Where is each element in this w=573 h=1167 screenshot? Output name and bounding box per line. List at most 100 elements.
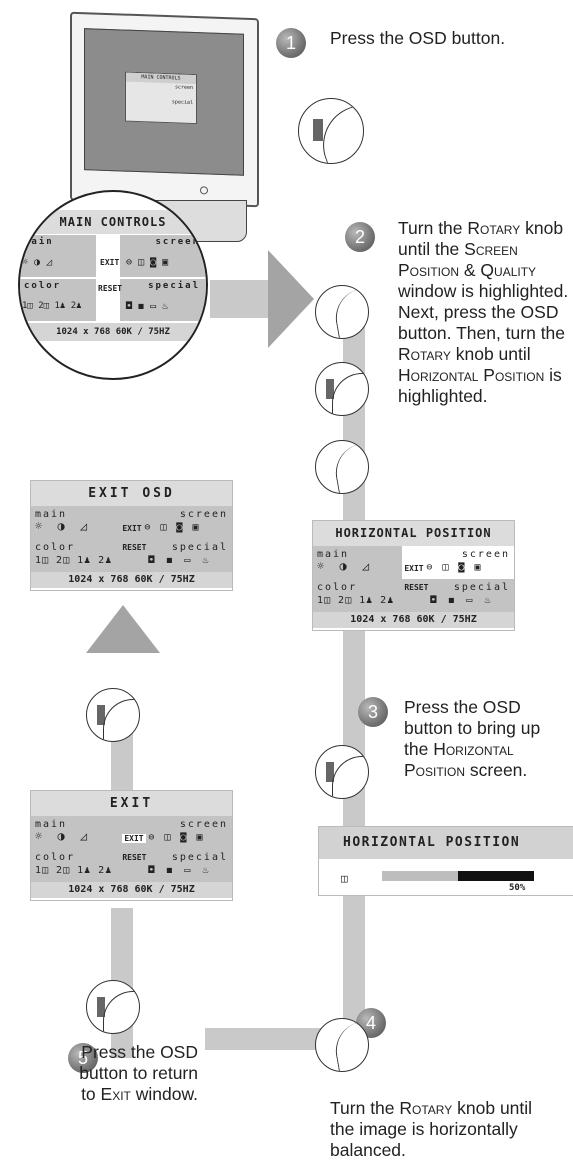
finger-icon (332, 373, 368, 415)
arrow-up-icon (86, 605, 160, 653)
osd-screen-label: screen (179, 509, 228, 520)
magnified-main-label: main (24, 237, 54, 247)
step-5-badge: 5 (68, 1043, 98, 1073)
osd-exit-label: EXIT (404, 564, 424, 573)
magnified-color-icons: 1◫ 2◫ 1♟ 2♟ (22, 301, 82, 311)
osd-screen-label: screen (461, 549, 510, 560)
osd-main-cell: main ☼ ◑ ◿ (313, 546, 403, 579)
osd-special-label: special (171, 542, 228, 553)
finger-icon (332, 756, 368, 798)
osd-main-label: main (317, 549, 350, 560)
magnified-exit-label: EXIT (100, 258, 120, 267)
osd-screen-label: screen (179, 819, 228, 830)
osd-main-cell: main ☼ ◑ ◿ (31, 506, 121, 539)
step-4-text-a: Turn the (330, 1098, 400, 1118)
osd-color-icons: 1◫ 2◫ 1♟ 2♟ (317, 595, 395, 606)
osd-color-icons: 1◫ 2◫ 1♟ 2♟ (35, 555, 113, 566)
finger-icon (331, 286, 368, 338)
osd-screen-cell: screen EXIT ⊖ ◫ ◙ ▣ (120, 816, 232, 849)
step-5-text-b: Exit (100, 1084, 131, 1104)
osd-button-icon (326, 379, 334, 399)
magnified-screen-icons: ⊖ ◫ ◙ ▣ (126, 257, 169, 268)
osd-screen-icons: ⊖ ◫ ◙ ▣ (426, 562, 483, 573)
hpos-slider-track[interactable] (382, 871, 534, 881)
osd-screen-icons: ⊖ ◫ ◙ ▣ (148, 832, 205, 843)
monitor-mini-osd-special: special (171, 99, 193, 106)
osd-main-cell: main ☼ ◑ ◿ (31, 816, 121, 849)
osd-button-icon (97, 705, 105, 725)
osd-panel-title: EXIT OSD (31, 481, 232, 506)
osd-main-icons: ☼ ◑ ◿ (317, 559, 374, 573)
arrow-right-icon (268, 250, 314, 348)
step-2-text-e: Quality (480, 260, 537, 280)
magnified-screen-label: screen (155, 237, 200, 247)
monitor-mini-osd-screen: screen (174, 84, 193, 91)
osd-footer: 1024 x 768 60K / 75HZ (31, 882, 232, 898)
osd-footer: 1024 x 768 60K / 75HZ (313, 612, 514, 628)
osd-button-press-icon (86, 688, 140, 742)
step-2-text-d: Screen Position & (398, 239, 518, 280)
osd-button-icon (326, 762, 334, 782)
magnified-osd-main-cell: main ☼ ◑ ◿ (20, 235, 96, 277)
osd-button-press-icon (315, 362, 369, 416)
osd-special-icons: ◘ ◼ ▭ ♨ (430, 595, 494, 606)
magnified-osd-circle: MAIN CONTROLS main ☼ ◑ ◿ screen ⊖ ◫ ◙ ▣ … (18, 190, 208, 380)
step-2-text-g: Rotary (398, 344, 451, 364)
osd-screen-icons: ⊖ ◫ ◙ ▣ (144, 522, 201, 533)
magnified-osd-title: MAIN CONTROLS (20, 210, 206, 234)
osd-reset-label: RESET (404, 583, 429, 592)
step-2-text-c: knob until the (398, 218, 564, 259)
power-button-icon (200, 186, 208, 195)
osd-exit-label: EXIT (122, 834, 146, 843)
osd-special-icons: ◘ ◼ ▭ ♨ (148, 555, 212, 566)
finger-icon (331, 441, 368, 493)
magnified-osd-color-cell: color 1◫ 2◫ 1♟ 2♟ (20, 279, 96, 321)
step-4-text-c: knob until the image is horizontally bal… (330, 1098, 533, 1160)
osd-color-label: color (35, 852, 76, 863)
step-4-text: Turn the Rotary knob until the image is … (330, 1098, 550, 1161)
osd-special-label: special (171, 852, 228, 863)
osd-exit-label: EXIT (122, 524, 142, 533)
osd-special-cell: special RESET ◘ ◼ ▭ ♨ (120, 849, 232, 882)
osd-main-label: main (35, 819, 68, 830)
hpos-slider-fill (458, 871, 534, 881)
step-5-text-c: window. (130, 1084, 198, 1104)
step-2-text-a: Turn the (398, 218, 468, 238)
osd-button-zoom-circle (298, 98, 364, 164)
step-5-text-a: Press the OSD button to return to (79, 1042, 198, 1104)
step-3-text-c: screen. (465, 760, 528, 780)
osd-panel-title: EXIT (31, 791, 232, 816)
osd-main-icons: ☼ ◑ ◿ (35, 829, 92, 843)
osd-button-press-icon (315, 745, 369, 799)
step-2-text-h: knob until (450, 344, 531, 364)
connector-right-vertical-3 (343, 893, 365, 1043)
rotary-knob-icon (315, 1018, 369, 1072)
osd-color-cell: color 1◫ 2◫ 1♟ 2♟ (31, 539, 121, 572)
step-2-text-i: Horizontal Position (398, 365, 545, 385)
osd-panel-exit-osd: EXIT OSD main ☼ ◑ ◿ screen EXIT ⊖ ◫ ◙ ▣ … (30, 480, 233, 591)
hpos-screen-title: HORIZONTAL POSITION (319, 827, 573, 859)
osd-special-cell: special RESET ◘ ◼ ▭ ♨ (402, 579, 514, 612)
finger-icon (331, 1019, 368, 1071)
step-4-text-b: Rotary (399, 1098, 453, 1118)
osd-screen-cell: screen EXIT ⊖ ◫ ◙ ▣ (402, 546, 514, 579)
magnified-osd-special-cell: special ◘ ◼ ▭ ♨ (120, 279, 206, 321)
step-3-text-a: Press the OSD button to bring up the (404, 697, 541, 759)
finger-icon (103, 699, 139, 741)
step-3-text: Press the OSD button to bring up the Hor… (404, 697, 569, 781)
osd-special-label: special (453, 582, 510, 593)
magnified-osd-screen-cell: screen ⊖ ◫ ◙ ▣ (120, 235, 206, 277)
magnified-color-label: color (24, 281, 62, 291)
step-3-text-b: Horizontal Position (404, 739, 514, 780)
step-2-text-b: Rotary (467, 218, 521, 238)
magnified-main-icons: ☼ ◑ ◿ (22, 257, 53, 268)
monitor-illustration: MAIN CONTROLS screen special (70, 11, 260, 214)
step-1-badge: 1 (276, 28, 306, 58)
osd-color-icons: 1◫ 2◫ 1♟ 2♟ (35, 865, 113, 876)
step-1-text: Press the OSD button. (330, 28, 506, 48)
osd-special-icons: ◘ ◼ ▭ ♨ (148, 865, 212, 876)
magnified-osd-footer: 1024 x 768 60K / 75HZ (20, 323, 206, 341)
osd-color-cell: color 1◫ 2◫ 1♟ 2♟ (313, 579, 403, 612)
osd-footer: 1024 x 768 60K / 75HZ (31, 572, 232, 588)
magnified-special-icons: ◘ ◼ ▭ ♨ (126, 301, 169, 312)
